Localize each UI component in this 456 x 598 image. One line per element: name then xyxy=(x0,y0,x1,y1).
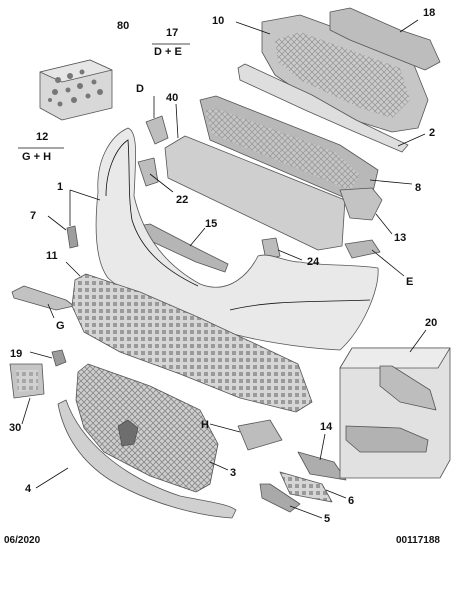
callout-g: G xyxy=(56,320,65,332)
callout-18: 18 xyxy=(423,7,435,19)
callouts: 80 17 D + E 10 18 D 40 12 G + H 2 1 22 8… xyxy=(9,7,437,525)
callout-4: 4 xyxy=(25,483,32,495)
part-h-bracket xyxy=(237,419,283,451)
part-18-air-deflector xyxy=(329,7,441,71)
part-4-grille-frame xyxy=(57,399,237,519)
callout-17-sub: D + E xyxy=(154,46,182,58)
callout-13: 13 xyxy=(394,232,406,244)
callout-22: 22 xyxy=(176,194,188,206)
callout-e: E xyxy=(406,276,413,288)
callout-11: 11 xyxy=(46,250,58,262)
part-e-bracket xyxy=(344,239,381,259)
part-7-side-insert xyxy=(66,225,79,249)
callout-24: 24 xyxy=(307,256,320,268)
footer-ref: 00117188 xyxy=(396,535,440,546)
part-2-upper-strip xyxy=(237,63,409,153)
part-19-clip xyxy=(51,349,67,367)
footer-date: 06/2020 xyxy=(4,535,41,546)
callout-80: 80 xyxy=(117,20,129,32)
callout-40: 40 xyxy=(166,92,178,104)
callout-d: D xyxy=(136,83,144,95)
part-d-bracket xyxy=(145,115,169,145)
callout-2: 2 xyxy=(429,127,435,139)
callout-12-sub: G + H xyxy=(22,151,51,163)
part-g-bracket xyxy=(11,285,75,311)
part-30-fog-cover xyxy=(9,363,45,399)
part-14-trim xyxy=(297,451,347,481)
callout-20: 20 xyxy=(425,317,437,329)
part-24-bracket xyxy=(261,237,281,261)
part-22-bracket xyxy=(137,157,159,187)
callout-5: 5 xyxy=(324,513,330,525)
callout-17: 17 xyxy=(166,27,178,39)
callout-19: 19 xyxy=(10,348,22,360)
callout-h: H xyxy=(201,419,209,431)
callout-10: 10 xyxy=(212,15,224,27)
part-40-reinforcement-beam xyxy=(164,95,383,251)
callout-7: 7 xyxy=(30,210,36,222)
part-6-grid-insert xyxy=(279,471,333,503)
callout-14: 14 xyxy=(320,421,333,433)
part-80-clip-kit xyxy=(39,59,113,121)
part-11-lower-grille xyxy=(71,273,313,413)
callout-15: 15 xyxy=(205,218,217,230)
callout-12: 12 xyxy=(36,131,48,143)
callout-1: 1 xyxy=(57,181,63,193)
callout-6: 6 xyxy=(348,495,354,507)
callout-3: 3 xyxy=(230,467,236,479)
callout-30: 30 xyxy=(9,422,21,434)
part-3-upper-grille xyxy=(75,363,219,493)
leader-lines xyxy=(18,19,427,519)
lion-emblem-icon xyxy=(117,419,139,447)
callout-8: 8 xyxy=(415,182,421,194)
part-20-kit-box xyxy=(339,347,451,479)
